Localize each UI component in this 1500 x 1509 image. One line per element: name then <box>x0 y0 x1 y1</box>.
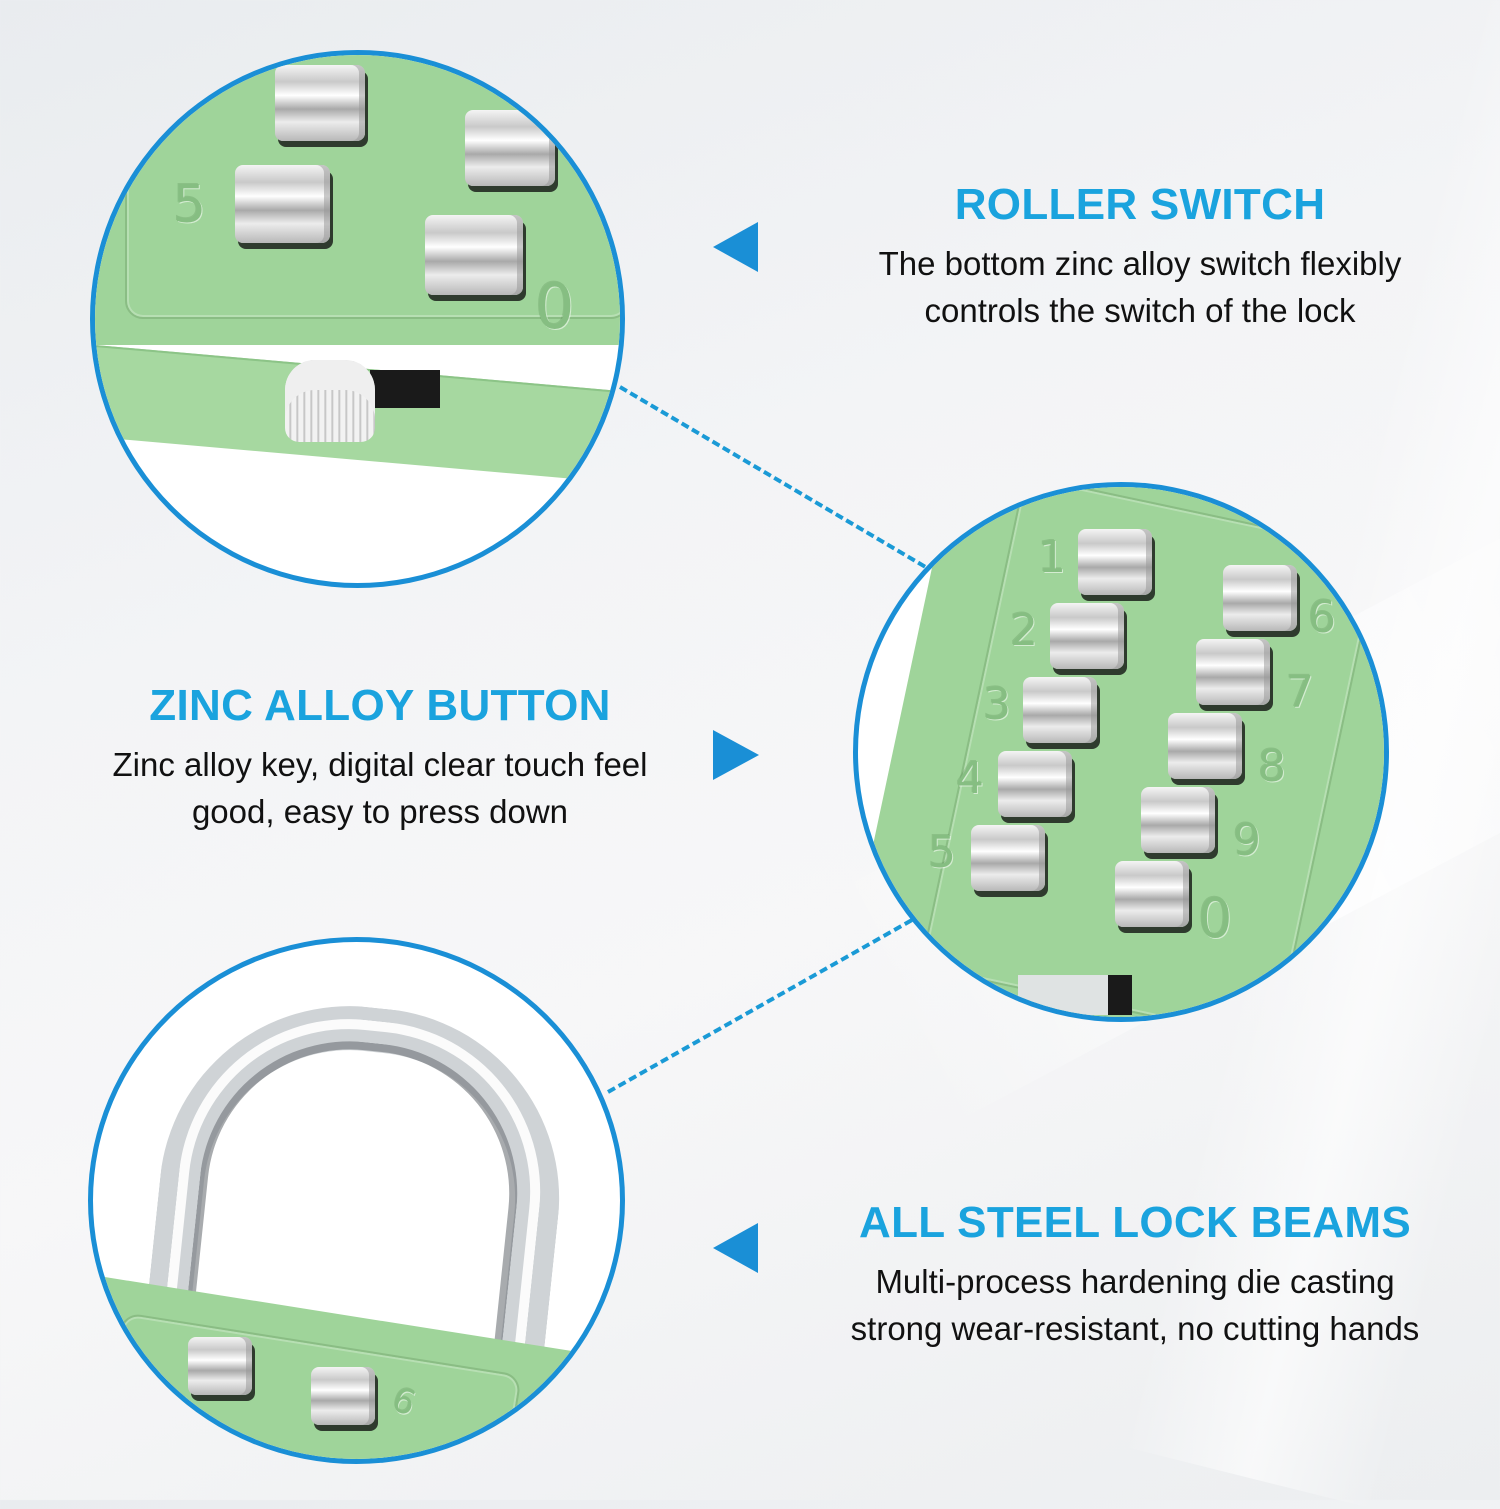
digit-label: 5 <box>173 175 207 235</box>
keypad-recess <box>125 55 620 319</box>
keypad-button-9 <box>1141 787 1215 853</box>
feature-line: Multi-process hardening die casting <box>875 1263 1395 1300</box>
triangle-right-icon <box>713 730 759 780</box>
triangle-left-icon <box>713 1223 758 1273</box>
feature-line: good, easy to press down <box>191 793 569 830</box>
feature-line: strong wear-resistant, no cutting hands <box>850 1310 1420 1347</box>
connector-dashed-line-top <box>618 385 927 569</box>
feature-line: The bottom zinc alloy switch flexibly <box>878 245 1402 282</box>
keypad-closeup: 1 2 3 4 5 6 7 8 9 0 <box>853 482 1389 1022</box>
shackle-closeup: 6 <box>88 937 625 1464</box>
digit-label: 4 <box>956 753 984 804</box>
switch-slot <box>370 370 440 408</box>
keypad-button <box>235 165 330 243</box>
keypad-button-2 <box>1050 603 1124 669</box>
keypad-button <box>311 1367 375 1425</box>
feature-line: Zinc alloy key, digital clear touch feel <box>112 746 648 783</box>
digit-label: 7 <box>1286 667 1314 718</box>
keypad-button-8 <box>1168 713 1242 779</box>
keypad-button-0 <box>1115 861 1189 927</box>
keypad-button-3 <box>1023 677 1097 743</box>
digit-label: 5 <box>928 827 956 878</box>
digit-label: 1 <box>1038 532 1066 583</box>
digit-label: 0 <box>535 270 575 343</box>
keypad-button-4 <box>998 751 1072 817</box>
digit-label: 6 <box>1308 592 1336 643</box>
switch-slot <box>1018 975 1132 1015</box>
digit-label: 3 <box>983 679 1011 730</box>
roller-switch-wheel <box>285 360 375 442</box>
digit-label: 8 <box>1258 741 1286 792</box>
keypad-button-7 <box>1196 639 1270 705</box>
feature-roller-switch: ROLLER SWITCH The bottom zinc alloy swit… <box>800 180 1480 334</box>
feature-description: Multi-process hardening die casting stro… <box>790 1258 1480 1352</box>
feature-description: The bottom zinc alloy switch flexibly co… <box>800 240 1480 334</box>
digit-label: 2 <box>1010 605 1038 656</box>
keypad-button <box>188 1337 252 1395</box>
keypad-button <box>425 215 523 295</box>
keypad-button-1 <box>1078 529 1152 595</box>
digit-label: 9 <box>1233 815 1261 866</box>
keypad-button <box>275 65 365 141</box>
feature-title: ALL STEEL LOCK BEAMS <box>859 1198 1411 1247</box>
keypad-button <box>465 110 555 186</box>
feature-title: ROLLER SWITCH <box>954 180 1326 229</box>
digit-label: 0 <box>1198 887 1233 950</box>
keypad-button-5 <box>971 825 1045 891</box>
feature-line: controls the switch of the lock <box>924 292 1356 329</box>
feature-title: ZINC ALLOY BUTTON <box>149 681 611 730</box>
triangle-left-icon <box>713 222 758 272</box>
feature-zinc-alloy-button: ZINC ALLOY BUTTON Zinc alloy key, digita… <box>50 681 710 835</box>
roller-switch-closeup: 4 5 0 <box>90 50 625 588</box>
feature-all-steel-lock-beams: ALL STEEL LOCK BEAMS Multi-process harde… <box>790 1198 1480 1352</box>
feature-description: Zinc alloy key, digital clear touch feel… <box>50 741 710 835</box>
keypad-button-6 <box>1223 565 1297 631</box>
